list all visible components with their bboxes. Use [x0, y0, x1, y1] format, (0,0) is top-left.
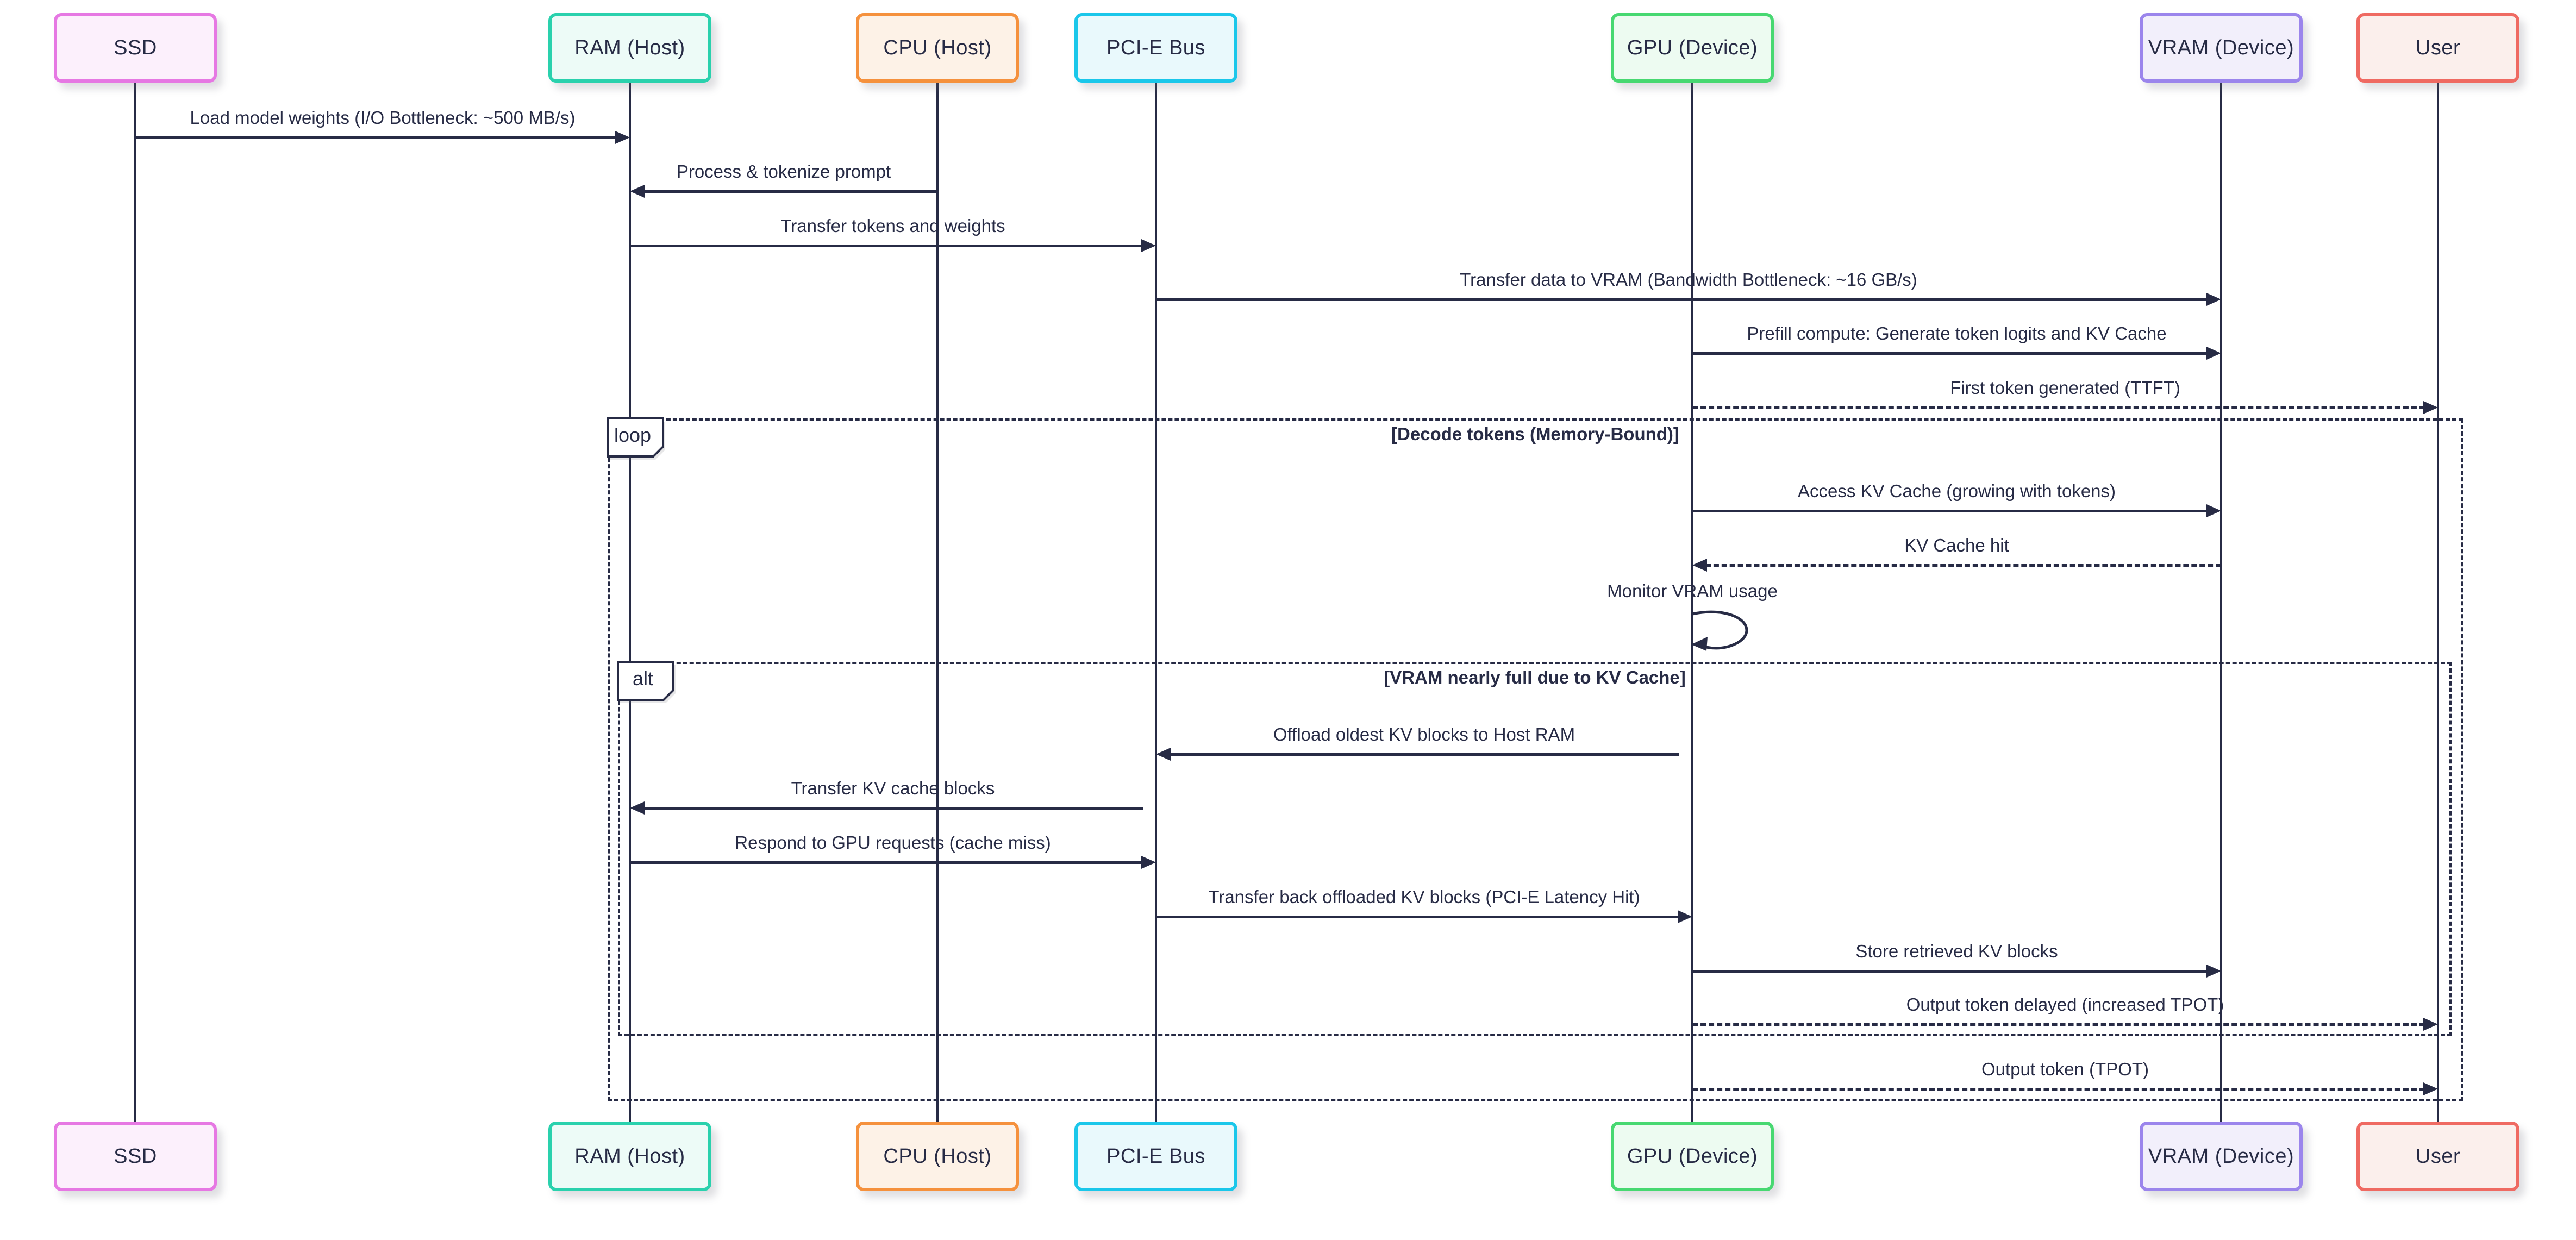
message-label: First token generated (TTFT): [1950, 378, 2180, 398]
actor-bottom-cpu: CPU (Host): [856, 1122, 1019, 1191]
message-label: Output token (TPOT): [1981, 1059, 2149, 1079]
loop-label-shape-icon: [607, 417, 665, 460]
message-label: Prefill compute: Generate token logits a…: [1747, 323, 2167, 343]
lifeline-vram: [2220, 82, 2222, 1123]
message-line: [1692, 352, 2208, 355]
arrowhead-icon: [2423, 1018, 2438, 1031]
message-line: [1692, 970, 2208, 973]
arrowhead-icon: [630, 185, 645, 198]
lifeline-cpu: [936, 82, 939, 1123]
actor-label: PCI-E Bus: [1106, 36, 1205, 59]
actor-label: User: [2415, 36, 2461, 59]
actor-label: VRAM (Device): [2148, 36, 2294, 59]
message-line: [1156, 916, 1679, 918]
loop-frame: [608, 418, 2463, 1101]
actor-top-pcie: PCI-E Bus: [1074, 13, 1237, 83]
actor-label: VRAM (Device): [2148, 1144, 2294, 1168]
message-line: [1692, 406, 2425, 409]
message-label: Transfer tokens and weights: [780, 216, 1005, 236]
actor-bottom-ssd: SSD: [54, 1122, 217, 1191]
loop-keyword: loop: [614, 424, 652, 446]
arrowhead-icon: [615, 131, 630, 144]
actor-bottom-gpu: GPU (Device): [1611, 1122, 1774, 1191]
message-label: Offload oldest KV blocks to Host RAM: [1273, 724, 1575, 744]
lifeline-ram: [629, 82, 631, 1123]
actor-top-user: User: [2356, 13, 2519, 83]
actor-label: RAM (Host): [574, 1144, 685, 1168]
actor-label: GPU (Device): [1627, 36, 1758, 59]
arrowhead-icon: [630, 801, 645, 815]
actor-top-ssd: SSD: [54, 13, 217, 83]
arrowhead-icon: [1692, 559, 1707, 572]
message-line: [643, 807, 1143, 810]
actor-bottom-user: User: [2356, 1122, 2519, 1191]
message-line: [1692, 510, 2208, 512]
actor-label: CPU (Host): [883, 36, 992, 59]
message-label: Monitor VRAM usage: [1607, 581, 1778, 601]
arrowhead-icon: [1141, 239, 1156, 252]
arrowhead-icon: [2206, 965, 2221, 978]
message-line: [1692, 1023, 2425, 1026]
arrowhead-icon: [1141, 856, 1156, 869]
alt-frame: [618, 662, 2452, 1036]
loop-title: [Decode tokens (Memory-Bound)]: [1391, 424, 1679, 444]
arrowhead-icon: [2423, 401, 2438, 414]
message-label: Output token delayed (increased TPOT): [1906, 994, 2224, 1014]
actor-bottom-vram: VRAM (Device): [2140, 1122, 2303, 1191]
message-line: [1169, 753, 1679, 756]
lifeline-user: [2437, 82, 2439, 1123]
arrowhead-icon: [2206, 347, 2221, 360]
message-line: [135, 136, 617, 139]
actor-top-vram: VRAM (Device): [2140, 13, 2303, 83]
actor-label: CPU (Host): [883, 1144, 992, 1168]
message-label: Store retrieved KV blocks: [1855, 941, 2058, 961]
message-label: Respond to GPU requests (cache miss): [735, 832, 1051, 853]
lifeline-gpu: [1691, 82, 1693, 1123]
arrowhead-icon: [2423, 1082, 2438, 1095]
arrowhead-icon: [1156, 748, 1171, 761]
self-loop-arrow-icon: [1691, 610, 1748, 651]
message-line: [643, 190, 937, 193]
message-line: [630, 861, 1143, 864]
actor-top-gpu: GPU (Device): [1611, 13, 1774, 83]
message-label: Process & tokenize prompt: [676, 161, 891, 181]
arrowhead-icon: [1678, 910, 1692, 923]
message-label: KV Cache hit: [1904, 535, 2009, 555]
message-line: [630, 245, 1143, 247]
alt-label-shape-icon: [617, 661, 676, 703]
lifeline-pcie: [1155, 82, 1157, 1123]
message-label: Transfer back offloaded KV blocks (PCI-E…: [1208, 887, 1640, 907]
actor-label: RAM (Host): [574, 36, 685, 59]
message-line: [1156, 298, 2208, 301]
alt-title: [VRAM nearly full due to KV Cache]: [1384, 667, 1686, 687]
arrowhead-icon: [2206, 293, 2221, 306]
message-label: Transfer data to VRAM (Bandwidth Bottlen…: [1460, 270, 1917, 290]
message-line: [1705, 564, 2221, 567]
message-line: [1692, 1088, 2425, 1091]
actor-label: SSD: [114, 1144, 157, 1168]
alt-keyword: alt: [632, 667, 654, 690]
actor-top-cpu: CPU (Host): [856, 13, 1019, 83]
lifeline-ssd: [134, 82, 136, 1123]
actor-bottom-pcie: PCI-E Bus: [1074, 1122, 1237, 1191]
message-label: Transfer KV cache blocks: [791, 778, 995, 798]
actor-label: User: [2415, 1144, 2461, 1168]
actor-label: SSD: [114, 36, 157, 59]
actor-label: GPU (Device): [1627, 1144, 1758, 1168]
alt-frame-label: alt: [617, 661, 678, 706]
actor-top-ram: RAM (Host): [548, 13, 711, 83]
message-label: Access KV Cache (growing with tokens): [1797, 481, 2116, 501]
loop-frame-label: loop: [607, 417, 667, 462]
actor-bottom-ram: RAM (Host): [548, 1122, 711, 1191]
actor-label: PCI-E Bus: [1106, 1144, 1205, 1168]
message-label: Load model weights (I/O Bottleneck: ~500…: [190, 108, 576, 128]
arrowhead-icon: [2206, 504, 2221, 517]
